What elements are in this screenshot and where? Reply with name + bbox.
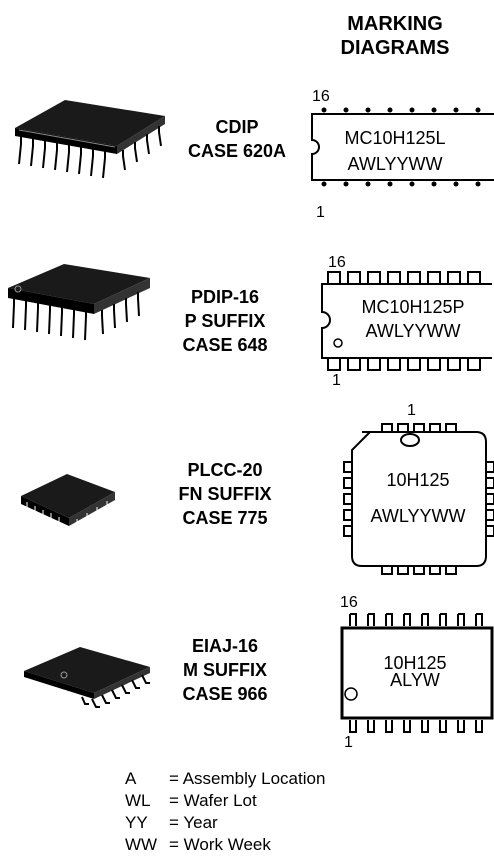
pin-label-top: 1 [407, 402, 416, 419]
package-label-cdip: CDIP CASE 620A [187, 117, 287, 161]
legend-key: WW [125, 835, 158, 854]
eiaj-package-image [24, 647, 150, 708]
cdip-package-image [15, 100, 165, 179]
pin-label-top: 16 [328, 254, 346, 271]
cdip-marking-outline [311, 107, 494, 187]
marking-line-2: AWLYYWW [365, 321, 461, 341]
legend-key: A [125, 769, 137, 788]
marking-line-1: 10H125 [386, 470, 450, 490]
package-label-plcc: PLCC-20 FN SUFFIX CASE 775 [178, 460, 272, 528]
package-label-pdip: PDIP-16 P SUFFIX CASE 648 [182, 287, 268, 355]
legend-value: = Year [169, 813, 218, 832]
marking-line-1: MC10H125P [361, 297, 465, 317]
pin-label-top: 16 [340, 594, 358, 611]
pin-label-bottom: 1 [344, 734, 353, 751]
marking-line-2: AWLYYWW [347, 154, 443, 174]
legend-item: YY = Year [125, 812, 218, 834]
plcc-package-image [21, 474, 115, 526]
marking-line-2: AWLYYWW [370, 506, 466, 526]
legend-value: = Work Week [169, 835, 271, 854]
legend-key: YY [125, 813, 148, 832]
pdip-marking-outline [321, 271, 492, 371]
legend-item: WW = Work Week [125, 834, 271, 856]
marking-line-1: 10H125 [383, 653, 447, 673]
legend-value: = Wafer Lot [169, 791, 257, 810]
legend-item: WL = Wafer Lot [125, 790, 257, 812]
pin-label-bottom: 1 [316, 204, 325, 221]
plcc-marking-outline [343, 423, 494, 575]
pin-label-bottom: 1 [332, 372, 341, 389]
legend-key: WL [125, 791, 151, 810]
marking-diagrams-title: MARKING DIAGRAMS [340, 13, 450, 59]
pdip-package-image [8, 264, 150, 341]
pin-label-top: 16 [312, 88, 330, 105]
marking-line-2: ALYW [390, 670, 440, 690]
package-label-eiaj: EIAJ-16 M SUFFIX CASE 966 [182, 636, 268, 704]
eiaj-marking-outline [340, 613, 494, 733]
legend-item: A = Assembly Location [125, 768, 325, 790]
legend-value: = Assembly Location [169, 769, 326, 788]
marking-line-1: MC10H125L [344, 128, 446, 148]
